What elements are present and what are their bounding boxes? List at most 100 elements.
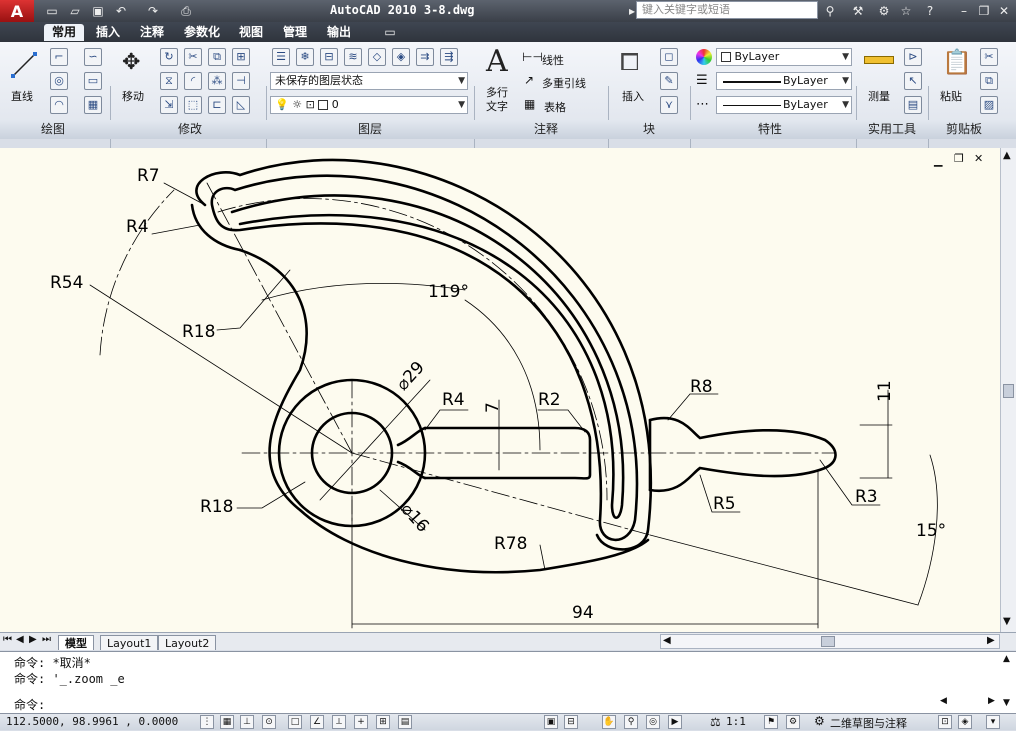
- color-wheel-icon[interactable]: [696, 49, 712, 65]
- tab-nav-last-icon[interactable]: ⏭: [42, 634, 51, 645]
- stretch-icon[interactable]: ⇲: [160, 96, 178, 114]
- model-space-icon[interactable]: ▣: [544, 715, 558, 729]
- osnap-icon[interactable]: □: [288, 715, 302, 729]
- fillet-icon[interactable]: ◜: [184, 72, 202, 90]
- drawing-canvas[interactable]: ▁ ❐ ✕: [0, 148, 1000, 632]
- hatch-icon[interactable]: ▦: [84, 96, 102, 114]
- horizontal-scrollbar[interactable]: ◀ ▶: [660, 634, 1000, 649]
- paste-tool[interactable]: 📋 粘贴: [934, 48, 974, 104]
- spline-icon[interactable]: ∽: [84, 48, 102, 66]
- command-scroll-down-icon[interactable]: ▼: [1003, 698, 1010, 708]
- showmotion-icon[interactable]: ▶: [668, 715, 682, 729]
- tab-output[interactable]: 输出: [326, 25, 351, 39]
- layer-isolate-icon[interactable]: ◇: [368, 48, 386, 66]
- copy-clip-icon[interactable]: ⧉: [980, 72, 998, 90]
- create-block-icon[interactable]: ◻: [660, 48, 678, 66]
- linear-dim-icon[interactable]: ⊢⊣: [522, 50, 543, 64]
- steering-wheel-icon[interactable]: ◎: [646, 715, 660, 729]
- layer-merge-icon[interactable]: ⇶: [440, 48, 458, 66]
- panel-label-clipboard[interactable]: 剪贴板: [945, 122, 982, 136]
- panel-label-modify[interactable]: 修改: [177, 122, 202, 136]
- lineweight-toggle-icon[interactable]: ⊞: [376, 715, 390, 729]
- hscroll-thumb[interactable]: [821, 636, 835, 647]
- tab-insert[interactable]: 插入: [95, 25, 120, 39]
- match-properties-icon[interactable]: ▨: [980, 96, 998, 114]
- rotate-icon[interactable]: ↻: [160, 48, 178, 66]
- ortho-icon[interactable]: ⊥: [240, 715, 254, 729]
- tab-view[interactable]: 视图: [238, 25, 263, 39]
- tab-layout1[interactable]: Layout1: [100, 635, 159, 650]
- ducs-icon[interactable]: ⟂: [332, 715, 346, 729]
- insert-block-tool[interactable]: ⧠ 插入: [614, 48, 654, 104]
- close-icon[interactable]: ✕: [998, 4, 1010, 18]
- isolate-icon[interactable]: ◈: [958, 715, 972, 729]
- chamfer-icon[interactable]: ◺: [232, 96, 250, 114]
- search-input[interactable]: 键入关键字或短语: [636, 1, 818, 19]
- edit-block-icon[interactable]: ✎: [660, 72, 678, 90]
- panel-label-properties[interactable]: 特性: [757, 122, 782, 136]
- annotation-scale[interactable]: 1:1: [726, 715, 746, 728]
- measure-tool[interactable]: 测量: [862, 48, 898, 104]
- tab-manage[interactable]: 管理: [282, 25, 307, 39]
- coordinates-readout[interactable]: 112.5000, 98.9961 , 0.0000: [6, 715, 179, 728]
- leader-icon[interactable]: ↗: [524, 73, 535, 87]
- hscroll-left-icon[interactable]: ◀: [663, 635, 671, 646]
- scroll-up-icon[interactable]: ▲: [1003, 150, 1011, 161]
- panel-label-draw[interactable]: 绘图: [40, 122, 65, 136]
- lineweight-combo[interactable]: ByLayer ▼: [716, 96, 852, 114]
- leader-label[interactable]: 多重引线: [542, 77, 586, 90]
- rectangle-icon[interactable]: ▭: [84, 72, 102, 90]
- tab-model[interactable]: 模型: [58, 635, 94, 650]
- mtext-tool[interactable]: A 多行 文字: [480, 44, 516, 113]
- tab-nav-next-icon[interactable]: ▶: [29, 634, 37, 645]
- snap-icon[interactable]: ⋮: [200, 715, 214, 729]
- new-file-icon[interactable]: ▭: [46, 4, 58, 18]
- command-hscroll-left-icon[interactable]: ◀: [940, 696, 947, 706]
- linear-label[interactable]: 线性: [542, 54, 564, 67]
- mirror-icon[interactable]: ⧖: [160, 72, 178, 90]
- workspace-label[interactable]: 二维草图与注释: [830, 717, 907, 730]
- autoscale-icon[interactable]: ⚙: [786, 715, 800, 729]
- help-icon[interactable]: ?: [926, 4, 934, 18]
- print-icon[interactable]: ⎙: [181, 4, 191, 18]
- search-arrow-icon[interactable]: ▸: [628, 4, 636, 18]
- scroll-thumb[interactable]: [1003, 384, 1014, 398]
- restore-icon[interactable]: ❐: [978, 4, 990, 18]
- extend-icon[interactable]: ⊣: [232, 72, 250, 90]
- command-hscroll-right-icon[interactable]: ▶: [988, 696, 995, 706]
- tab-nav-first-icon[interactable]: ⏮: [3, 634, 12, 645]
- redo-icon[interactable]: ↷: [147, 4, 159, 18]
- status-menu-icon[interactable]: ▾: [986, 715, 1000, 729]
- tab-home[interactable]: 常用: [44, 24, 84, 41]
- grid-icon[interactable]: ▦: [220, 715, 234, 729]
- ribbon-toggle-icon[interactable]: ▭: [384, 25, 396, 39]
- satellite-icon[interactable]: ⚙: [878, 4, 890, 18]
- tab-nav-prev-icon[interactable]: ◀: [16, 634, 24, 645]
- minimize-icon[interactable]: –: [961, 4, 967, 18]
- offset-icon[interactable]: ⊏: [208, 96, 226, 114]
- command-prompt[interactable]: 命令:: [14, 698, 46, 712]
- table-label[interactable]: 表格: [544, 101, 566, 114]
- linetype-icon[interactable]: ⋯: [696, 97, 709, 112]
- trim-icon[interactable]: ✂: [184, 48, 202, 66]
- zoom-icon[interactable]: ⚲: [624, 715, 638, 729]
- favorites-star-icon[interactable]: ☆: [900, 4, 912, 18]
- vertical-scrollbar[interactable]: ▲ ▼: [1000, 148, 1016, 632]
- binoculars-icon[interactable]: ⚲: [825, 4, 835, 18]
- layout-space-icon[interactable]: ⊟: [564, 715, 578, 729]
- layer-match-icon[interactable]: ≋: [344, 48, 362, 66]
- panel-label-layers[interactable]: 图层: [357, 122, 382, 136]
- wrench-icon[interactable]: ⚒: [852, 4, 864, 18]
- annotation-scale-icon[interactable]: ⚖: [710, 715, 721, 729]
- panel-label-annotation[interactable]: 注释: [533, 122, 558, 136]
- command-scroll-up-icon[interactable]: ▲: [1003, 654, 1010, 664]
- tab-annotate[interactable]: 注释: [139, 25, 164, 39]
- lineweight-icon[interactable]: ☰: [696, 73, 708, 88]
- hscroll-right-icon[interactable]: ▶: [987, 635, 995, 646]
- tab-layout2[interactable]: Layout2: [158, 635, 217, 650]
- lock-icon[interactable]: ⊡: [938, 715, 952, 729]
- panel-label-block[interactable]: 块: [642, 122, 655, 136]
- layer-freeze-icon[interactable]: ❄: [296, 48, 314, 66]
- layer-off-icon[interactable]: ◈: [392, 48, 410, 66]
- panel-label-utilities[interactable]: 实用工具: [867, 122, 916, 136]
